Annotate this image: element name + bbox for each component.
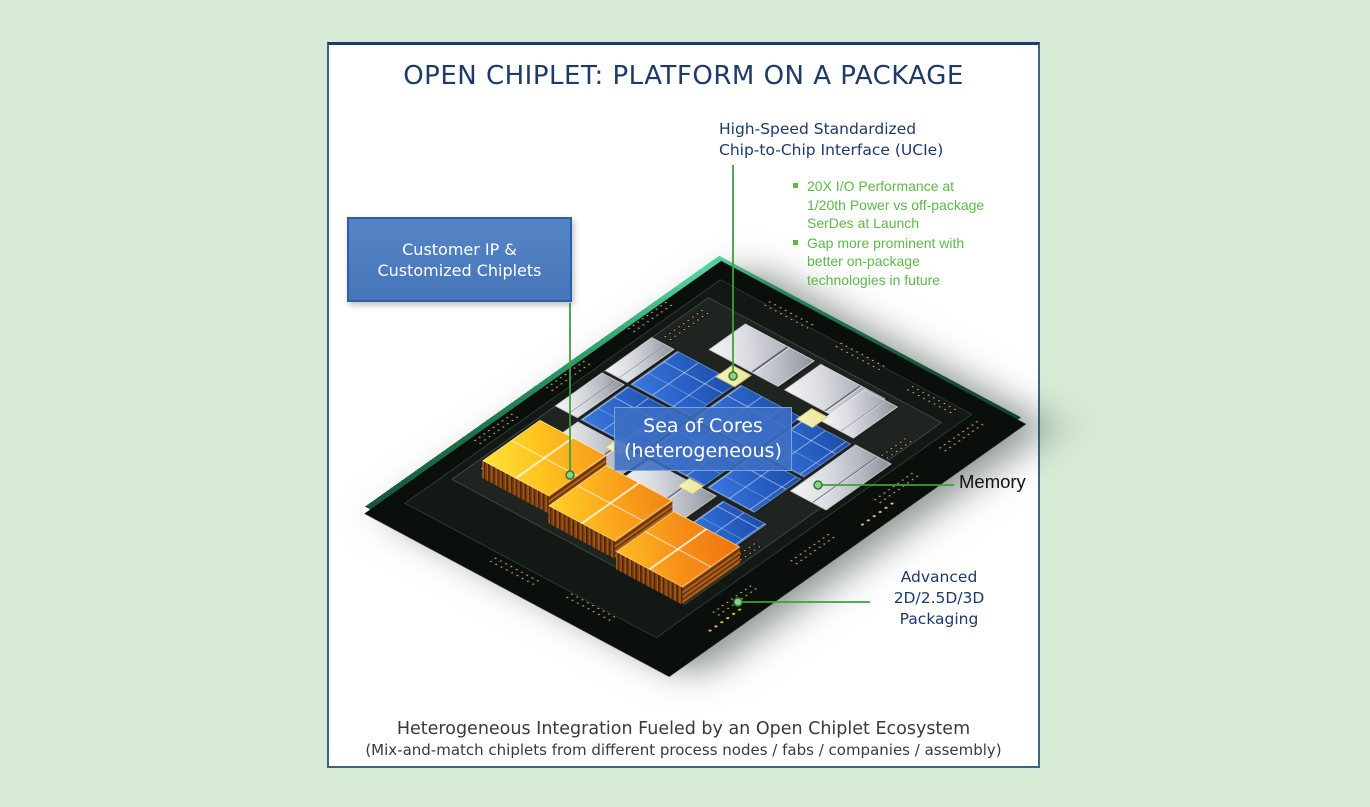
ucie-heading: High-Speed Standardized Chip-to-Chip Int…	[719, 120, 944, 159]
callout-lines	[565, 165, 954, 607]
memory-label: Memory	[959, 471, 1026, 492]
packaging-label: Advanced 2D/2.5D/3D Packaging	[893, 568, 985, 628]
bullet-square-icon	[793, 183, 798, 188]
bullet-square-icon	[793, 239, 798, 245]
ucie-bullet-list: 20X I/O Performance at 1/20th Power vs o…	[793, 177, 1021, 290]
ucie-bullet-item: Gap more prominent with better on-packag…	[793, 234, 1021, 290]
diagram-panel: OPEN CHIPLET: PLATFORM ON A PACKAGE High…	[327, 42, 1040, 768]
packaging-callout-dot	[733, 597, 743, 607]
memory-callout-dot	[813, 480, 823, 490]
ucie-bullet-text: Gap more prominent with better on-packag…	[807, 234, 965, 288]
footer-caption-line2: (Mix-and-match chiplets from different p…	[365, 741, 1002, 759]
ucie-bullet-text: 20X I/O Performance at 1/20th Power vs o…	[807, 178, 985, 231]
sea-of-cores-label-box: Sea of Cores (heterogeneous)	[614, 407, 792, 471]
customer-ip-label-box: Customer IP & Customized Chiplets	[347, 217, 572, 302]
page-title: OPEN CHIPLET: PLATFORM ON A PACKAGE	[403, 61, 964, 91]
ucie-callout-dot	[728, 371, 738, 381]
ucie-bullet-item: 20X I/O Performance at 1/20th Power vs o…	[793, 177, 1021, 233]
footer-caption-line1: Heterogeneous Integration Fueled by an O…	[396, 719, 971, 739]
customer-ip-callout-dot	[565, 470, 575, 480]
